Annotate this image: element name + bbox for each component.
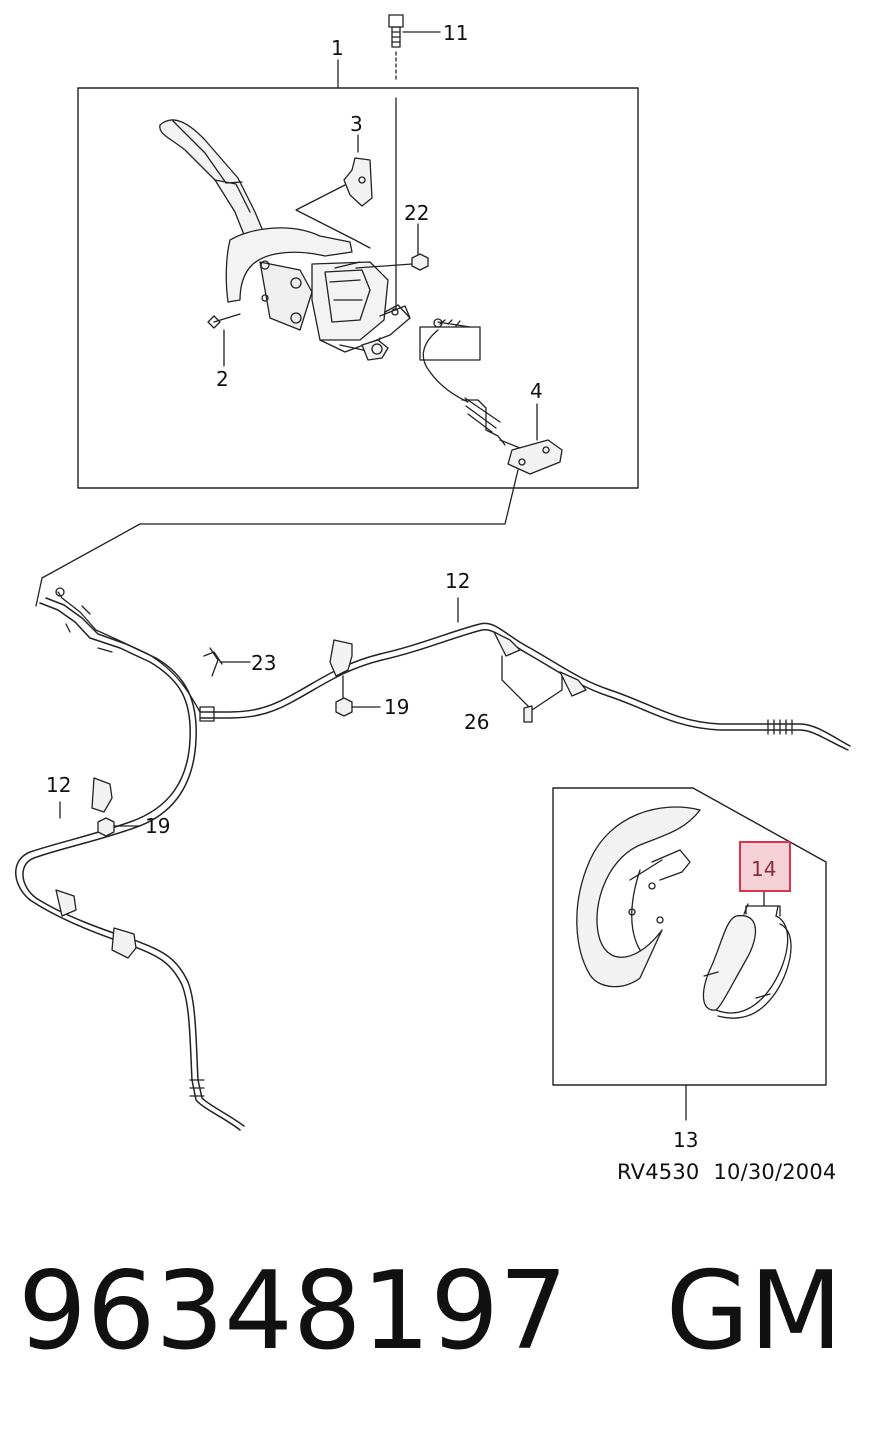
parking-brake-diagram: 1 11 3 22 2 4 12 23 19 26 12 19 14 13 [15,14,851,1152]
bracket-3 [295,134,373,249]
brackets-26 [493,631,587,723]
callout-4: 4 [530,379,543,403]
cable-12-right [199,597,851,751]
callout-12-left: 12 [46,773,71,797]
callout-23: 23 [251,651,276,675]
drawing-code: RV4530 [617,1160,700,1184]
lever-assembly-box [77,87,639,489]
brand-name: GM [665,1249,843,1374]
clamp-19-lower [55,777,141,959]
part-number: 96348197 [18,1249,568,1374]
bolt-11 [388,14,441,311]
clip-23 [203,647,251,677]
brake-shoe-set [702,903,792,1019]
callout-19-upper: 19 [384,695,409,719]
drawing-reference: RV4530 10/30/2004 [617,1160,851,1184]
callout-26: 26 [464,710,489,734]
nut-22 [411,223,429,271]
cable-12-left [15,587,245,1131]
drawing-date: 10/30/2004 [713,1160,837,1184]
front-cable [419,318,563,475]
hand-brake-lever [159,119,413,361]
callout-1: 1 [331,36,344,60]
callout-22: 22 [404,201,429,225]
callout-12-right: 12 [445,569,470,593]
brake-box [552,787,827,1086]
callout-2: 2 [216,367,229,391]
bolt-2 [207,313,241,367]
callout-13: 13 [673,1128,698,1152]
clamp-19-upper [329,639,381,717]
backing-plate [576,806,701,988]
callout-3: 3 [350,112,363,136]
callout-14: 14 [751,857,776,881]
callout-11: 11 [443,21,468,45]
callout-19-lower: 19 [145,814,170,838]
highlight-box-14 [739,841,791,892]
